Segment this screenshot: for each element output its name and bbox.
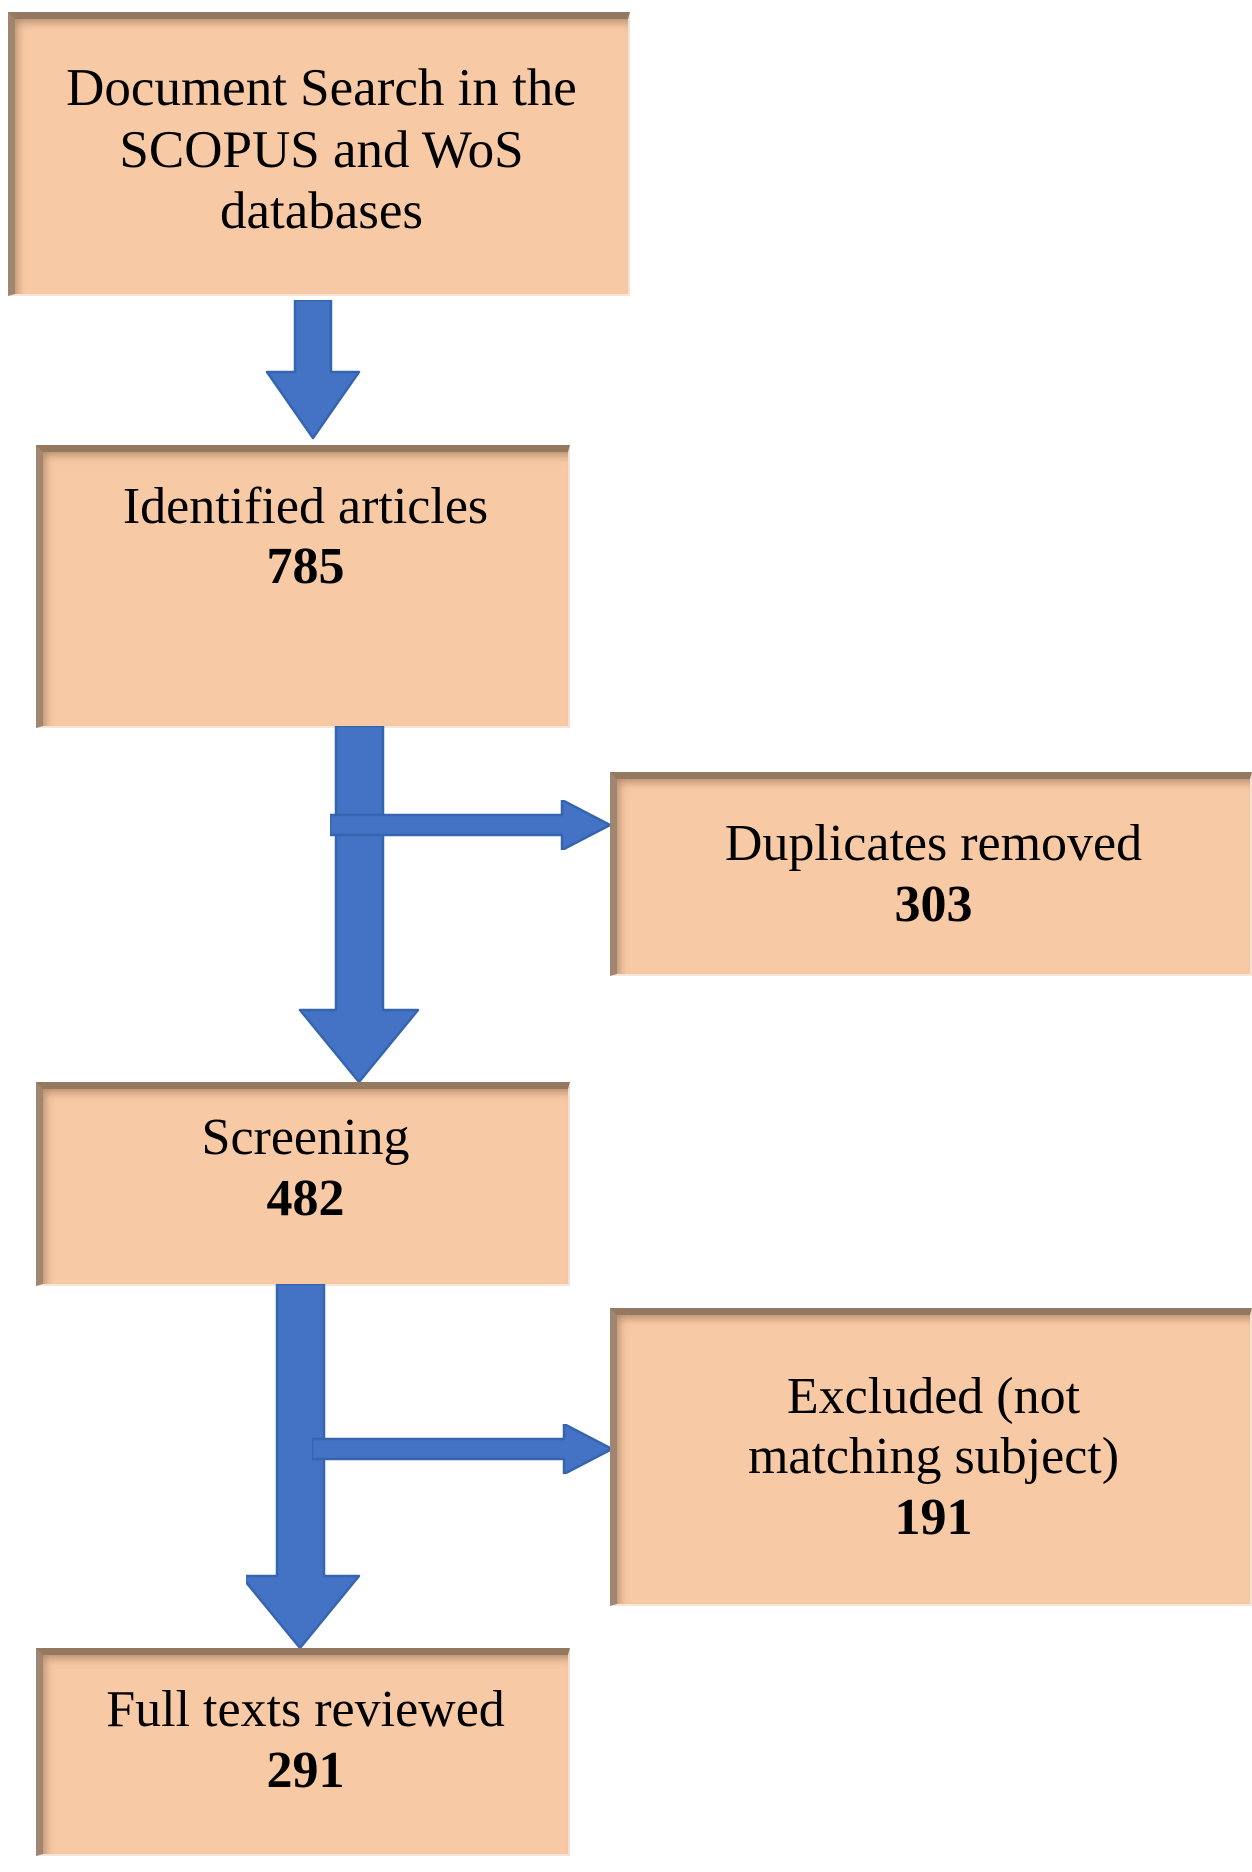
node-document-search: Document Search in the SCOPUS and WoS da… xyxy=(8,12,630,296)
arrow-right-icon-identified-to-duplicates xyxy=(330,800,612,850)
node-duplicates-removed-label: Duplicates removed xyxy=(724,815,1143,873)
arrow-down-icon-identified-to-screening xyxy=(262,726,426,1086)
arrow-down-icon-screening-to-fulltext xyxy=(246,1284,410,1652)
arrow-down-icon-search-to-identified xyxy=(258,300,368,442)
node-document-search-text: Document Search in the SCOPUS and WoS da… xyxy=(66,58,577,242)
node-screening-count: 482 xyxy=(266,1169,345,1227)
node-document-search-line-1: Document Search in the xyxy=(66,59,577,118)
node-identified-articles: Identified articles 785 xyxy=(36,445,570,728)
node-full-texts-reviewed-label: Full texts reviewed xyxy=(106,1681,505,1739)
node-excluded-line-1: Excluded (not xyxy=(786,1368,1081,1426)
node-duplicates-removed: Duplicates removed 303 xyxy=(610,772,1252,976)
node-excluded-text: Excluded (not matching subject) 191 xyxy=(748,1367,1119,1548)
node-duplicates-removed-text: Duplicates removed 303 xyxy=(725,814,1142,935)
node-full-texts-reviewed-text: Full texts reviewed 291 xyxy=(106,1680,505,1801)
node-screening-text: Screening 482 xyxy=(202,1108,410,1229)
node-document-search-line-3: databases xyxy=(219,182,424,241)
node-excluded-count: 191 xyxy=(894,1488,973,1546)
node-full-texts-reviewed-count: 291 xyxy=(266,1741,345,1799)
node-duplicates-removed-count: 303 xyxy=(894,875,973,933)
node-identified-articles-label: Identified articles xyxy=(122,477,489,535)
node-full-texts-reviewed: Full texts reviewed 291 xyxy=(36,1648,570,1856)
node-screening-label: Screening xyxy=(201,1109,410,1167)
arrow-right-icon-screening-to-excluded xyxy=(312,1424,614,1474)
node-excluded: Excluded (not matching subject) 191 xyxy=(610,1308,1252,1606)
node-identified-articles-text: Identified articles 785 xyxy=(123,477,488,598)
node-screening: Screening 482 xyxy=(36,1082,570,1286)
node-identified-articles-count: 785 xyxy=(266,538,345,595)
node-excluded-line-2: matching subject) xyxy=(747,1428,1120,1486)
node-document-search-line-2: SCOPUS and WoS xyxy=(119,120,524,179)
